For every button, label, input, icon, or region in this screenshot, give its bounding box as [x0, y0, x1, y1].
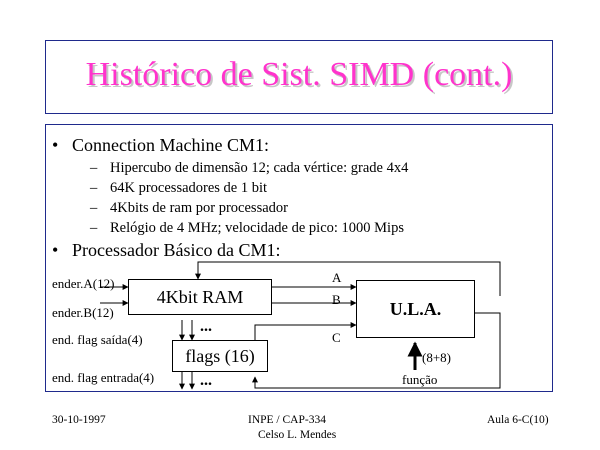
label-op-width: (8+8)	[422, 350, 451, 365]
wire-alu-output	[252, 312, 501, 389]
dash-mark: –	[90, 200, 98, 216]
subitem-ram: –4Kbits de ram por processador	[90, 200, 288, 217]
dots-top: ...	[200, 318, 212, 335]
label-addr-a: ender.A(12)	[52, 276, 115, 291]
subitem-processors: –64K processadores de 1 bit	[90, 180, 267, 197]
slide-title: Histórico de Sist. SIMD (cont.)	[85, 56, 513, 93]
label-in-c: C	[332, 330, 341, 345]
alu-block: U.L.A.	[356, 280, 475, 338]
flags-block: flags (16)	[172, 340, 268, 372]
footer-org: INPE / CAP-334	[248, 414, 326, 426]
title-box: Histórico de Sist. SIMD (cont.)	[45, 40, 553, 114]
footer-page: Aula 6-C(10)	[487, 414, 549, 426]
label-addr-b: ender.B(12)	[52, 305, 114, 320]
flags-label: flags (16)	[185, 345, 255, 366]
label-in-b: B	[332, 292, 341, 307]
bullet-cm1: • Connection Machine CM1:	[52, 135, 269, 156]
subitem-text: Relógio de 4 MHz; velocidade de pico: 10…	[110, 220, 404, 236]
bullet-text: Processador Básico da CM1:	[72, 240, 281, 260]
dash-mark: –	[90, 180, 98, 196]
wire-alu-feedback	[195, 261, 501, 296]
footer-date: 30-10-1997	[52, 414, 106, 426]
content-box	[45, 124, 553, 392]
wire-c	[254, 322, 357, 345]
bullet-dot: •	[52, 135, 59, 155]
dash-mark: –	[90, 220, 98, 236]
label-flag-in: end. flag entrada(4)	[52, 370, 155, 385]
ram-label: 4Kbit RAM	[156, 286, 244, 307]
label-in-a: A	[332, 270, 342, 285]
bullet-dot: •	[52, 240, 59, 260]
bullet-basic-processor: • Processador Básico da CM1:	[52, 240, 280, 261]
subitem-text: Hipercubo de dimensão 12; cada vértice: …	[110, 160, 409, 176]
footer-author: Celso L. Mendes	[258, 429, 337, 441]
label-flag-out: end. flag saída(4)	[52, 332, 143, 347]
alu-label: U.L.A.	[389, 298, 442, 319]
label-function: função	[402, 372, 438, 387]
subitem-text: 64K processadores de 1 bit	[110, 180, 268, 196]
subitem-text: 4Kbits de ram por processador	[110, 200, 288, 216]
dots-bottom: ...	[200, 372, 212, 389]
subitem-hypercube: –Hipercubo de dimensão 12; cada vértice:…	[90, 160, 408, 177]
dash-mark: –	[90, 160, 98, 176]
bullet-text: Connection Machine CM1:	[72, 135, 269, 155]
subitem-clock: –Relógio de 4 MHz; velocidade de pico: 1…	[90, 220, 404, 237]
ram-block: 4Kbit RAM	[128, 279, 272, 315]
